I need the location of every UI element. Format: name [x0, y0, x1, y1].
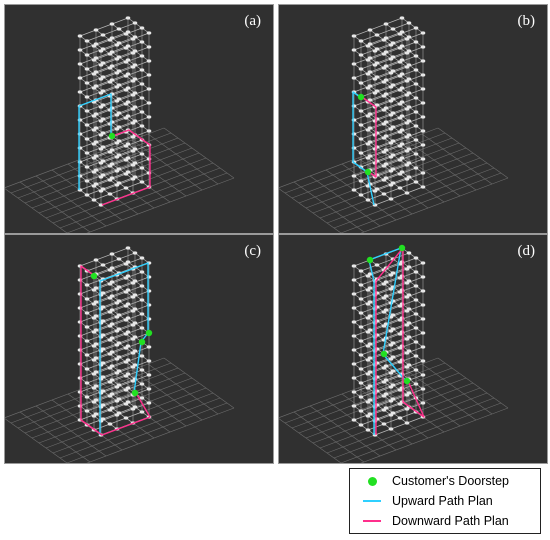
ground-grid [279, 357, 509, 463]
panel-label-d: (d) [517, 243, 536, 259]
downward-line-icon [363, 520, 381, 522]
customer-doorstep-marker [108, 132, 116, 140]
customer-doorstep-marker [357, 93, 365, 101]
building-lattice [353, 247, 424, 436]
building-grid-c [5, 246, 235, 463]
customer-doorstep-marker [364, 168, 372, 176]
customer-doorstep-marker [366, 256, 374, 264]
legend-item-doorstep: Customer's Doorstep [358, 471, 509, 491]
legend-item-downward: Downward Path Plan [358, 511, 509, 531]
legend-label-upward: Upward Path Plan [392, 494, 493, 508]
panel-label-a: (a) [244, 13, 261, 29]
ground-grid [279, 127, 509, 233]
upward-path-plan [352, 91, 375, 206]
panel-label-c: (c) [244, 243, 261, 259]
ground-grid [5, 357, 235, 463]
downward-path-plan [101, 129, 151, 206]
panel-c: (c) [4, 234, 274, 464]
upward-path-plan [78, 93, 112, 190]
downward-path-plan [80, 265, 151, 436]
customer-doorstep-marker [131, 389, 139, 397]
building-grid-d [279, 244, 509, 463]
customer-doorstep-marker [403, 377, 411, 385]
lattice-nodes [351, 16, 426, 207]
customer-doorstep-marker [90, 272, 98, 280]
downward-path-plan [375, 247, 425, 435]
customer-doorstep-marker [380, 350, 388, 358]
legend-label-downward: Downward Path Plan [392, 514, 509, 528]
legend-label-doorstep: Customer's Doorstep [392, 474, 510, 488]
panel-d: (d) [278, 234, 548, 464]
panel-label-b: (b) [517, 13, 536, 29]
upward-line-icon [363, 500, 381, 502]
downward-path-plan [361, 96, 377, 178]
ground-grid [5, 127, 235, 233]
building-grid-a [5, 16, 235, 233]
customer-doorstep-marker [398, 244, 406, 252]
customer-doorstep-marker [138, 338, 146, 346]
panel-a: (a) [4, 4, 274, 234]
upward-path-plan [368, 247, 407, 435]
building-lattice [353, 17, 424, 206]
customer-doorstep-marker [145, 329, 153, 337]
legend-item-upward: Upward Path Plan [358, 491, 493, 511]
building-grid-b [279, 16, 509, 233]
legend: Customer's Doorstep Upward Path Plan Dow… [349, 468, 541, 534]
lattice-nodes [77, 16, 152, 207]
building-lattice [79, 17, 150, 206]
panel-b: (b) [278, 4, 548, 234]
doorstep-marker-icon [367, 476, 377, 486]
building-lattice [79, 247, 150, 436]
